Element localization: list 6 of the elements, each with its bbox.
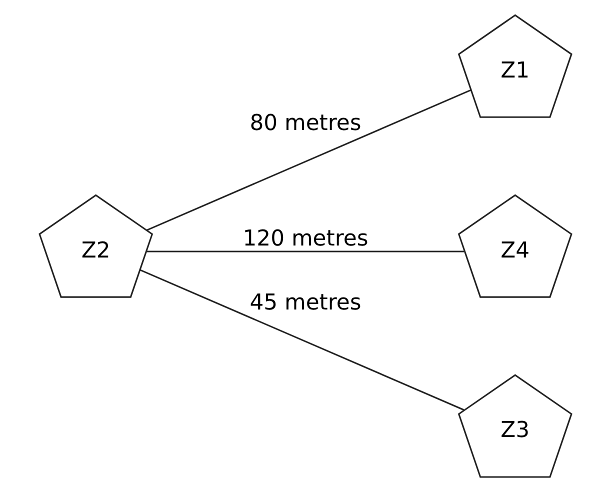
edge-label: 120 metres [242, 226, 368, 252]
connector [140, 268, 464, 410]
edge-label: 80 metres [250, 110, 362, 136]
connector [146, 88, 471, 230]
connector [146, 250, 464, 252]
edge-label: 45 metres [250, 290, 362, 316]
